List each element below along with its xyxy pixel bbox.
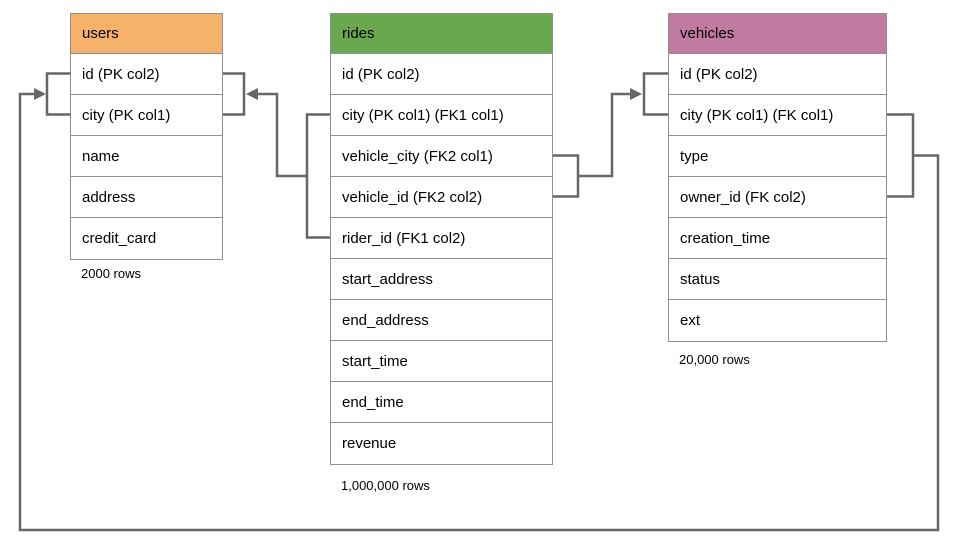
table-row: city (PK col1) (FK col1) [669, 95, 886, 136]
table-row: start_address [331, 259, 552, 300]
table-row: type [669, 136, 886, 177]
arrowhead-right-icon [34, 88, 46, 100]
table-row: city (PK col1) [71, 95, 222, 136]
vehicles-fk-to-users-line [18, 92, 940, 532]
vehicles-right-bracket [887, 113, 915, 198]
table-row: creation_time [669, 218, 886, 259]
table-row: credit_card [71, 218, 222, 259]
table-row: end_address [331, 300, 552, 341]
users-table-header: users [71, 14, 222, 54]
rides-fk1-bracket [305, 113, 330, 239]
table-row: address [71, 177, 222, 218]
table-row: id (PK col2) [669, 54, 886, 95]
rides-table: rides id (PK col2) city (PK col1) (FK1 c… [330, 13, 553, 465]
rides-table-header: rides [331, 14, 552, 54]
table-row: owner_id (FK col2) [669, 177, 886, 218]
table-row: name [71, 136, 222, 177]
table-row: id (PK col2) [71, 54, 222, 95]
table-row: id (PK col2) [331, 54, 552, 95]
table-row: status [669, 259, 886, 300]
table-row: vehicle_id (FK2 col2) [331, 177, 552, 218]
table-row: vehicle_city (FK2 col1) [331, 136, 552, 177]
users-table: users id (PK col2) city (PK col1) name a… [70, 13, 223, 260]
rides-row-count-label: 1,000,000 rows [341, 478, 430, 493]
table-row: revenue [331, 423, 552, 464]
rides-fk2-bracket [553, 154, 580, 198]
vehicles-left-bracket [642, 72, 668, 116]
rides-fk2-to-vehicles-line [578, 92, 631, 178]
table-row: city (PK col1) (FK1 col1) [331, 95, 552, 136]
users-right-bracket [223, 72, 246, 116]
rides-fk1-to-users-line [257, 92, 307, 178]
users-left-bracket [45, 72, 70, 116]
users-row-count-label: 2000 rows [81, 266, 141, 281]
arrowhead-right-icon [630, 88, 642, 100]
vehicles-row-count-label: 20,000 rows [679, 352, 750, 367]
table-row: rider_id (FK1 col2) [331, 218, 552, 259]
vehicles-table: vehicles id (PK col2) city (PK col1) (FK… [668, 13, 887, 342]
table-row: ext [669, 300, 886, 341]
arrowhead-left-icon [246, 88, 258, 100]
table-row: start_time [331, 341, 552, 382]
table-row: end_time [331, 382, 552, 423]
vehicles-table-header: vehicles [669, 14, 886, 54]
